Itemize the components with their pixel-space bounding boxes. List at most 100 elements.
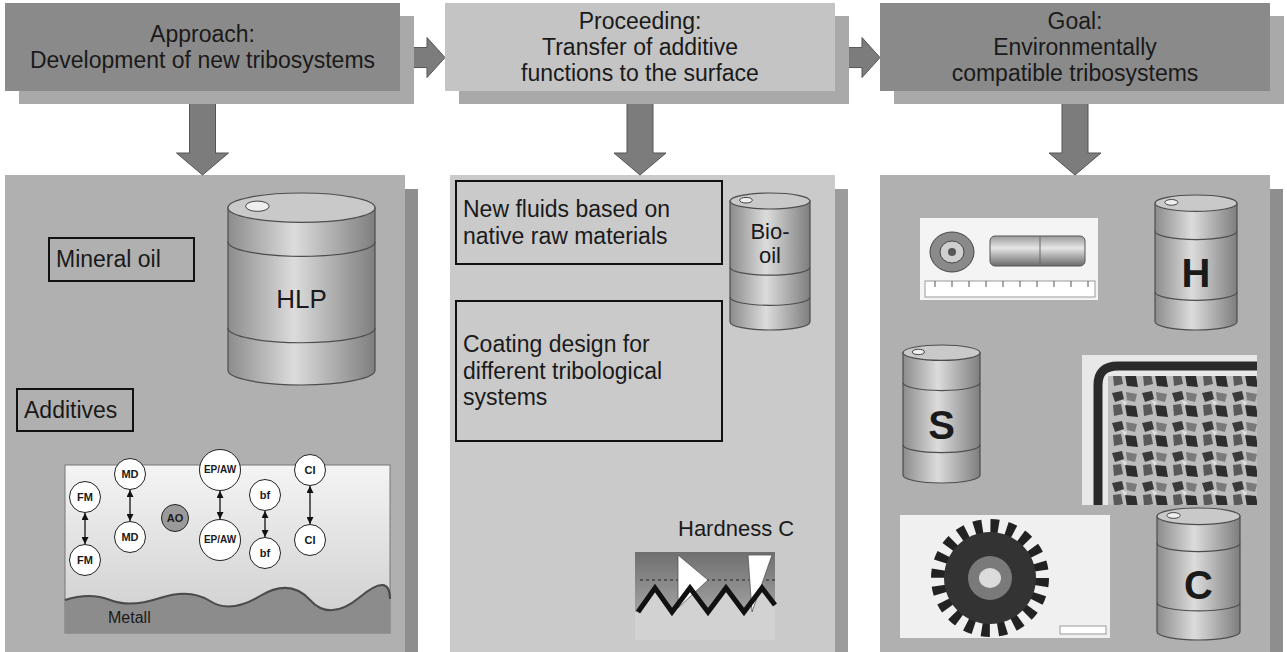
- header-text: Transfer of additive functions to the su…: [510, 34, 770, 86]
- block-arrow: [177, 91, 229, 175]
- pin-photo-part: [1040, 236, 1041, 266]
- diagram-label: Hardness C: [678, 516, 794, 542]
- barrel-hoop: [1155, 231, 1237, 239]
- block-arrow: [1049, 91, 1101, 175]
- additive-circle: CI: [294, 524, 326, 556]
- additive-abbreviation: AO: [167, 513, 184, 524]
- barrel-hoop: [228, 242, 375, 257]
- interaction-arrow: [264, 511, 265, 537]
- block-arrow: [400, 38, 445, 78]
- additive-circle: MD: [114, 521, 146, 553]
- additive-abbreviation: bf: [260, 548, 270, 559]
- interaction-arrow: [309, 486, 310, 524]
- block-arrow: [835, 38, 880, 78]
- pin-photo-part: [935, 281, 1088, 287]
- pin-photo-part: [948, 248, 956, 256]
- barrel-label: H: [1182, 251, 1211, 295]
- coating-hardness-illustration-part: [635, 588, 775, 640]
- coating-hardness-illustration-part: [638, 588, 775, 612]
- text-box: Additives: [16, 388, 134, 432]
- material-label: Metall: [108, 609, 151, 627]
- additive-circle: FM: [69, 481, 101, 513]
- barrel-label: Bio-oil: [745, 220, 795, 268]
- pin-photo-part: [990, 236, 1085, 266]
- additive-illustration-part: [65, 585, 390, 633]
- block-arrow: [614, 91, 666, 175]
- box-text: Mineral oil: [56, 246, 187, 272]
- oil-barrel: H: [1155, 195, 1237, 330]
- box-text: New fluids based on native raw materials: [463, 196, 715, 249]
- oil-barrel: Bio-oil: [730, 193, 810, 330]
- wear-debris-photo: [1082, 355, 1257, 505]
- pin-photo-part: [920, 218, 1098, 300]
- pin-photo: [920, 218, 1098, 300]
- additive-abbreviation: CI: [305, 535, 316, 546]
- gear-photo-part: [968, 556, 1012, 600]
- barrel-hoop: [730, 297, 810, 305]
- additive-circle: CI: [294, 454, 326, 486]
- header-box: Goal:Environmentally compatible tribosys…: [880, 3, 1270, 91]
- box-text: Additives: [24, 397, 126, 423]
- text-box: New fluids based on native raw materials: [455, 180, 723, 265]
- barrel-lid: [1157, 508, 1240, 525]
- additive-abbreviation: FM: [77, 492, 93, 503]
- barrel-text-holder: C: [1157, 563, 1240, 607]
- barrel-text-holder: S: [903, 403, 980, 447]
- additive-abbreviation: MD: [121, 532, 138, 543]
- barrel-bung: [740, 197, 753, 203]
- additive-circle: bf: [249, 479, 281, 511]
- barrel-body: [730, 201, 810, 330]
- interaction-arrow: [129, 490, 130, 521]
- gear-photo-part: [944, 532, 1036, 624]
- barrel-body: [903, 353, 980, 483]
- oil-barrel: C: [1157, 508, 1240, 640]
- barrel-label: C: [1184, 563, 1213, 607]
- gear-photo-part: [1060, 626, 1106, 634]
- box-text: Coating design for different tribologica…: [463, 331, 715, 410]
- interaction-arrow: [84, 513, 85, 544]
- additive-circle: AO: [161, 504, 189, 532]
- header-text: Environmentally compatible tribosystems: [945, 34, 1205, 86]
- barrel-hoop: [1157, 543, 1240, 551]
- barrel-text-holder: Bio-oil: [730, 220, 810, 268]
- barrel-label: S: [928, 403, 955, 447]
- additive-illustration: [65, 465, 390, 633]
- barrel-body: [1157, 516, 1240, 640]
- wear-debris-photo-part: [1108, 376, 1257, 505]
- barrel-lid: [903, 345, 980, 360]
- text-box: Coating design for different tribologica…: [455, 300, 723, 442]
- pin-photo-part: [930, 232, 974, 272]
- gear-photo-part: [900, 515, 1110, 638]
- additive-abbreviation: EP/AW: [204, 535, 236, 545]
- additive-abbreviation: FM: [77, 555, 93, 566]
- barrel-lid: [228, 193, 375, 222]
- additive-circle: EP/AW: [199, 449, 241, 491]
- barrel-bung: [1165, 200, 1178, 206]
- wear-debris-photo-part: [1098, 366, 1257, 505]
- header-box: Proceeding:Transfer of additive function…: [445, 3, 835, 91]
- additive-circle: FM: [69, 544, 101, 576]
- wear-debris-photo-part: [1082, 355, 1257, 505]
- pin-photo-part: [940, 241, 964, 263]
- additive-illustration-part: [65, 465, 390, 633]
- barrel-lid: [730, 193, 810, 209]
- additive-circle: bf: [249, 537, 281, 569]
- coating-hardness-illustration-part: [635, 552, 775, 640]
- additive-illustration-part: [65, 585, 390, 610]
- barrel-body: [1155, 203, 1237, 330]
- interaction-arrow: [219, 491, 220, 519]
- barrel-bung: [912, 349, 924, 354]
- barrel-lid: [1155, 195, 1237, 211]
- additive-abbreviation: MD: [121, 469, 138, 480]
- additive-abbreviation: EP/AW: [204, 465, 236, 475]
- barrel-bung: [246, 201, 270, 211]
- barrel-bung: [1167, 513, 1180, 519]
- header-box: Approach:Development of new tribosystems: [5, 3, 400, 91]
- oil-barrel: S: [903, 345, 980, 483]
- barrel-hoop: [903, 383, 980, 391]
- coating-hardness-illustration: [635, 552, 775, 640]
- barrel-text-holder: H: [1155, 251, 1237, 295]
- header-text: Approach:: [150, 21, 255, 47]
